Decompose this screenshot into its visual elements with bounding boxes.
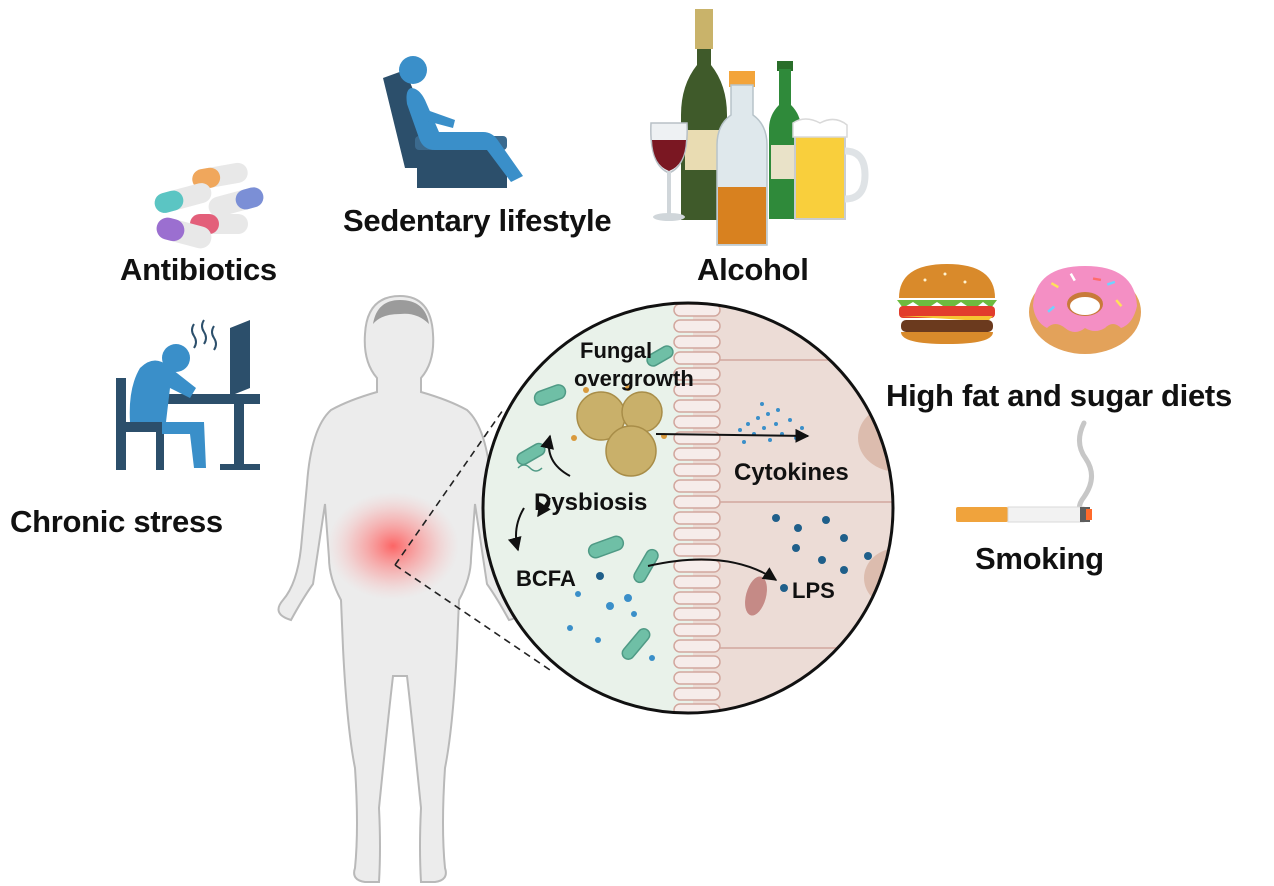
cigarette-icon — [952, 415, 1102, 530]
donut-icon — [1025, 258, 1145, 358]
lps-label: LPS — [792, 578, 835, 603]
reclining-person-icon — [375, 48, 550, 193]
gut-lining-magnifier-icon: Fungal overgrowth Cytokines Dysbiosis BC… — [478, 298, 898, 718]
diet-label: High fat and sugar diets — [886, 378, 1232, 414]
alcohol-bottles-icon — [645, 5, 870, 250]
bcfa-label: BCFA — [516, 566, 576, 591]
chronic-stress-label: Chronic stress — [10, 504, 223, 540]
alcohol-label: Alcohol — [697, 252, 809, 288]
fungal-label: Fungal — [580, 338, 652, 363]
antibiotics-label: Antibiotics — [120, 252, 277, 288]
cytokines-label: Cytokines — [734, 459, 849, 486]
overgrowth-label: overgrowth — [574, 366, 694, 391]
smoking-label: Smoking — [975, 541, 1104, 577]
burger-icon — [895, 262, 1000, 347]
sedentary-lifestyle-label: Sedentary lifestyle — [343, 203, 611, 239]
dysbiosis-label: Dysbiosis — [534, 489, 647, 516]
pills-icon — [150, 160, 270, 255]
